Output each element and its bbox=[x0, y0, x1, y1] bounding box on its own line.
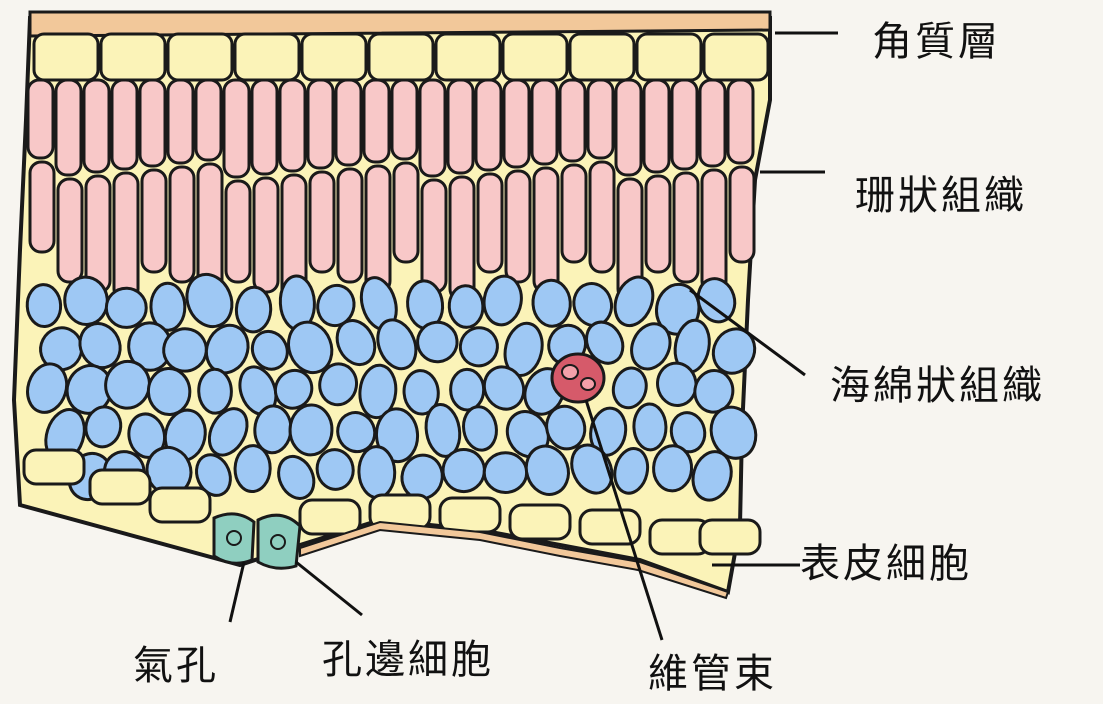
palisade-cell bbox=[590, 162, 614, 272]
palisade-cell bbox=[534, 168, 558, 292]
palisade-cell bbox=[226, 181, 250, 282]
epidermis-cell bbox=[369, 34, 433, 80]
upper-epidermis bbox=[34, 34, 768, 80]
palisade-cell bbox=[504, 80, 529, 167]
epidermis-cell bbox=[150, 488, 210, 522]
palisade-cell bbox=[450, 177, 474, 300]
spongy-cell bbox=[531, 279, 571, 327]
spongy-cell bbox=[234, 445, 271, 492]
palisade-cell bbox=[114, 173, 138, 300]
palisade-cell bbox=[476, 80, 501, 170]
palisade-cell bbox=[562, 165, 586, 262]
palisade-cell bbox=[196, 80, 221, 160]
palisade-cell bbox=[252, 80, 277, 174]
palisade-cell bbox=[700, 80, 725, 166]
spongy-cell bbox=[147, 367, 191, 415]
spongy-cell bbox=[289, 404, 333, 455]
spongy-cell bbox=[633, 403, 667, 450]
spongy-cell bbox=[450, 369, 484, 410]
palisade-cell bbox=[646, 176, 670, 272]
palisade-cell bbox=[142, 170, 166, 272]
epidermis-cell bbox=[168, 34, 232, 80]
label-cuticle: 角質層 bbox=[872, 22, 1001, 62]
palisade-cell bbox=[422, 180, 446, 292]
label-epidermis-cell: 表皮細胞 bbox=[800, 544, 972, 584]
palisade-cell bbox=[224, 80, 249, 177]
epidermis-cell bbox=[440, 498, 500, 532]
palisade-cell bbox=[86, 176, 110, 292]
label-spongy-tissue: 海綿狀組織 bbox=[830, 366, 1045, 406]
leader-guard bbox=[296, 562, 362, 615]
guard-cell-left bbox=[214, 514, 254, 563]
spongy-cell bbox=[652, 445, 692, 492]
epidermis-cell bbox=[436, 34, 500, 80]
epidermis-cell bbox=[101, 34, 165, 80]
epidermis-cell bbox=[302, 34, 366, 80]
epidermis-cell bbox=[570, 34, 634, 80]
epidermis-cell bbox=[90, 470, 150, 504]
epidermis-cell bbox=[503, 34, 567, 80]
palisade-cell bbox=[644, 80, 669, 172]
palisade-cell bbox=[168, 80, 193, 163]
stoma bbox=[214, 514, 300, 568]
palisade-cell bbox=[84, 80, 109, 172]
label-guard-cell: 孔邊細胞 bbox=[322, 640, 494, 680]
epidermis-cell bbox=[300, 500, 360, 534]
epidermis-cell bbox=[24, 450, 84, 484]
palisade-cell bbox=[394, 163, 418, 262]
palisade-cell bbox=[364, 80, 389, 162]
label-stoma: 氣孔 bbox=[133, 646, 219, 686]
epidermis-cell bbox=[637, 34, 701, 80]
palisade-cell bbox=[702, 170, 726, 292]
palisade-cell bbox=[28, 80, 53, 158]
palisade-cell bbox=[420, 80, 445, 176]
palisade-cell bbox=[30, 162, 54, 252]
palisade-cell bbox=[728, 80, 753, 163]
vascular-bundle bbox=[552, 354, 604, 402]
palisade-cell bbox=[58, 179, 82, 282]
epidermis-cell bbox=[34, 34, 98, 80]
label-vascular-bundle: 維管束 bbox=[648, 654, 777, 694]
palisade-cell bbox=[478, 174, 502, 272]
guard-cell-right bbox=[258, 515, 300, 568]
spongy-cell bbox=[106, 288, 146, 327]
palisade-cell bbox=[140, 80, 165, 166]
palisade-cell bbox=[674, 173, 698, 282]
palisade-cell bbox=[112, 80, 137, 169]
epidermis-cell bbox=[700, 520, 760, 554]
spongy-cell bbox=[448, 285, 484, 328]
palisade-cell bbox=[310, 172, 334, 272]
spongy-cell bbox=[198, 369, 232, 414]
palisade-cell bbox=[198, 164, 222, 292]
palisade-cell bbox=[254, 178, 278, 292]
spongy-cell bbox=[358, 446, 396, 498]
palisade-cell bbox=[308, 80, 333, 168]
palisade-cell bbox=[560, 80, 585, 161]
palisade-cell bbox=[338, 169, 362, 282]
palisade-cell bbox=[366, 166, 390, 292]
palisade-cell bbox=[506, 171, 530, 282]
spongy-cell bbox=[484, 453, 526, 493]
palisade-cell bbox=[392, 80, 417, 159]
palisade-cell bbox=[730, 167, 754, 262]
spongy-cell bbox=[235, 286, 272, 332]
spongy-cell bbox=[26, 284, 62, 328]
palisade-cell bbox=[672, 80, 697, 169]
palisade-cell bbox=[532, 80, 557, 164]
palisade-cell bbox=[170, 167, 194, 282]
epidermis-cell bbox=[510, 505, 570, 539]
epidermis-cell bbox=[235, 34, 299, 80]
palisade-cell bbox=[56, 80, 81, 175]
epidermis-cell bbox=[704, 34, 768, 80]
cuticle-layer bbox=[30, 12, 770, 36]
label-palisade-tissue: 珊狀組織 bbox=[855, 176, 1027, 216]
palisade-cell bbox=[280, 80, 305, 171]
leader-stoma bbox=[230, 562, 244, 622]
palisade-cell bbox=[336, 80, 361, 165]
palisade-cell bbox=[616, 80, 641, 175]
palisade-cell bbox=[588, 80, 613, 158]
palisade-cell bbox=[448, 80, 473, 173]
